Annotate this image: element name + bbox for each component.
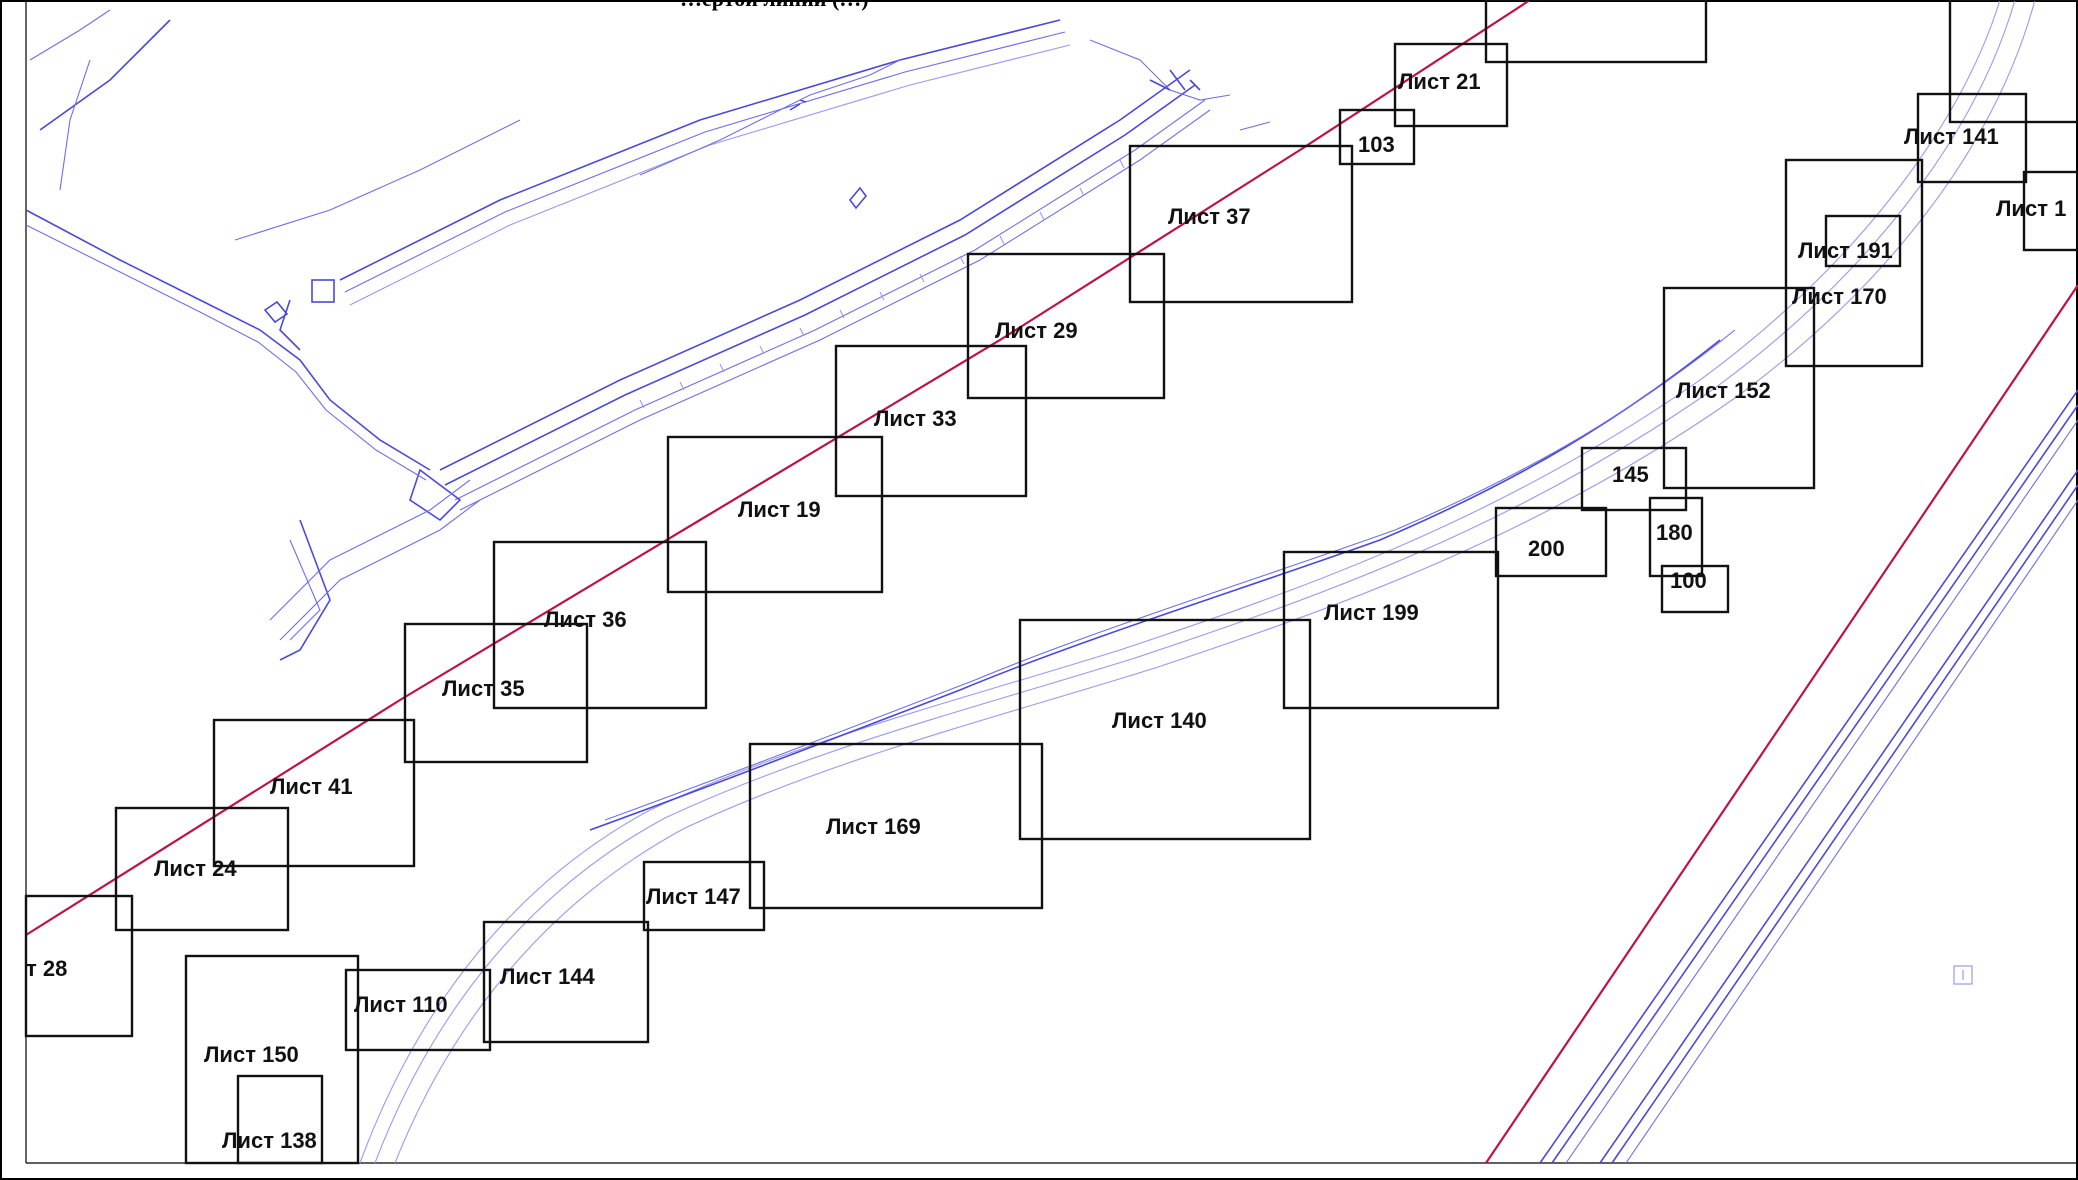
sheet-frame[interactable] (748, 742, 1044, 910)
axis-line (25, 0, 1531, 936)
sheet-frame[interactable] (834, 344, 1028, 498)
sheet-frame[interactable] (1338, 108, 1416, 166)
page-title: …ертой линий (…) (680, 0, 869, 11)
sheet-frame[interactable] (1824, 214, 1902, 268)
sheet-label[interactable]: Лист 19 (738, 497, 821, 522)
sheet-frame[interactable] (236, 1074, 324, 1165)
upper-left-structures (25, 9, 1271, 661)
sheet-labels: Лист 21 103 Лист 37 Лист 29 Лист 33 Лист… (26, 69, 2066, 1153)
sheet-frame[interactable] (666, 435, 884, 594)
sheet-label[interactable]: 200 (1528, 536, 1565, 561)
sheet-label[interactable]: Лист 191 (1798, 238, 1893, 263)
sheet-frame[interactable] (212, 718, 416, 868)
sheet-frame[interactable] (1393, 42, 1509, 128)
sheet-label[interactable]: Лист 29 (995, 318, 1078, 343)
sheet-frame[interactable] (1484, 0, 1708, 64)
sheet-frame[interactable] (1128, 144, 1354, 304)
sheet-label[interactable]: Лист 150 (204, 1042, 299, 1067)
sheet-label[interactable]: Лист 140 (1112, 708, 1207, 733)
sheet-label[interactable]: Лист 147 (646, 884, 741, 909)
sheet-label[interactable]: 100 (1670, 568, 1707, 593)
sheet-label[interactable]: Лист 170 (1792, 284, 1887, 309)
sheet-label[interactable]: 180 (1656, 520, 1693, 545)
sheet-frame[interactable] (966, 252, 1166, 400)
sheet-frame[interactable] (1948, 0, 2078, 124)
sheet-label[interactable]: Лист 199 (1324, 600, 1419, 625)
sheet-frame[interactable] (1580, 446, 1688, 512)
sheet-frame[interactable] (642, 860, 766, 932)
sheet-label[interactable]: Лист 110 (354, 992, 448, 1017)
sheet-frame[interactable] (1018, 618, 1312, 841)
sheet-frame[interactable] (1494, 506, 1608, 578)
sheet-frame[interactable] (482, 920, 650, 1044)
sheet-label[interactable]: 145 (1612, 462, 1649, 487)
sheet-frame[interactable] (1660, 564, 1730, 614)
sheet-label[interactable]: Лист 36 (544, 607, 627, 632)
sheet-frame[interactable] (2022, 170, 2078, 252)
sheet-label[interactable]: Лист 33 (874, 406, 957, 431)
sheet-label[interactable]: Лист 138 (222, 1128, 317, 1153)
sheet-label[interactable]: Лист 152 (1676, 378, 1771, 403)
sheet-label[interactable]: Лист 35 (442, 676, 525, 701)
sheet-label[interactable]: Лист 21 (1398, 69, 1481, 94)
sheet-label[interactable]: Лист 1 (1996, 196, 2066, 221)
sheet-frame[interactable] (1784, 158, 1924, 368)
map-marker (1953, 965, 1973, 985)
sheet-label[interactable]: Лист 144 (500, 964, 596, 989)
railway-lines (1485, 284, 2078, 1164)
sheet-label[interactable]: Лист 141 (1904, 124, 1999, 149)
sheet-frame[interactable] (1916, 92, 2028, 184)
sheet-frame[interactable] (403, 622, 589, 764)
sheet-frame[interactable] (344, 968, 492, 1052)
river-corridor-lines (359, 0, 2036, 1164)
sheet-frame[interactable] (1282, 550, 1500, 710)
sheet-frames[interactable] (24, 0, 2078, 1165)
sheet-label[interactable]: Лист 24 (154, 856, 237, 881)
sheet-label[interactable]: Лист 169 (826, 814, 921, 839)
sheet-frame[interactable] (1648, 496, 1704, 578)
sheet-frame[interactable] (1662, 286, 1816, 490)
sheet-label[interactable]: т 28 (26, 956, 67, 981)
sheet-frame[interactable] (114, 806, 290, 932)
sheet-label[interactable]: Лист 41 (270, 774, 353, 799)
sheet-frame[interactable] (24, 894, 134, 1038)
sheet-label[interactable]: Лист 37 (1168, 204, 1251, 229)
sheet-label[interactable]: 103 (1358, 132, 1395, 157)
